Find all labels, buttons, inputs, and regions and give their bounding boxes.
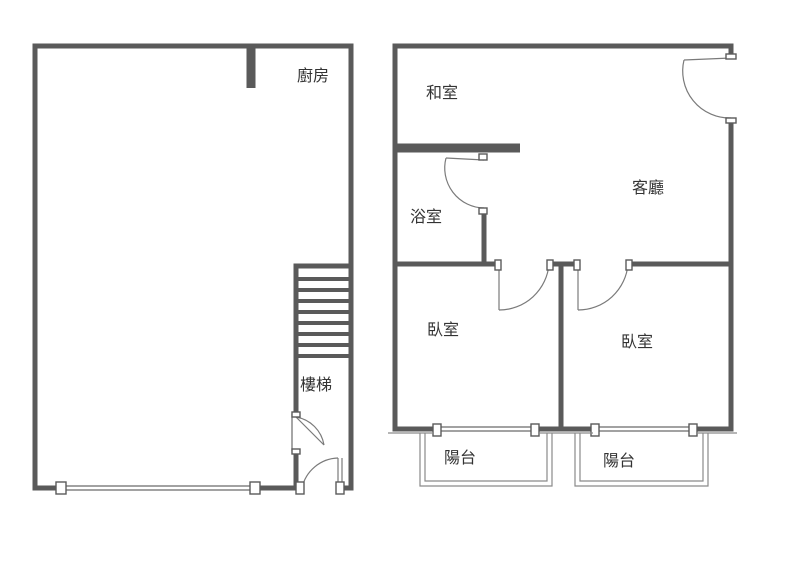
stair-tread — [296, 299, 351, 303]
door-jamb — [688, 423, 698, 437]
room-label-bedroom-left: 臥室 — [427, 320, 459, 339]
door-jamb — [291, 411, 301, 418]
room-label-balcony-left: 陽台 — [444, 448, 476, 467]
door-swing — [682, 59, 732, 119]
left-balcony-railing-outer — [419, 433, 553, 487]
right-balcony-railing-outer — [574, 433, 709, 487]
door-swing — [301, 457, 339, 489]
door-leaf — [683, 57, 732, 61]
stair-tread — [296, 354, 351, 358]
stair-tread — [296, 310, 351, 314]
door-jamb — [530, 423, 540, 437]
window-jamb — [249, 481, 261, 495]
bathroom-door[interactable] — [444, 153, 488, 215]
right-balcony-railing-inner — [579, 433, 704, 482]
room-label-japanese-room: 和室 — [426, 83, 458, 102]
room-label-balcony-right: 陽台 — [603, 451, 635, 470]
room-label-bedroom-right: 臥室 — [621, 332, 653, 351]
stair-tread — [296, 332, 351, 336]
door-swing — [577, 263, 629, 311]
front-entry-door[interactable] — [295, 457, 345, 495]
living-room-entry-door[interactable] — [682, 53, 737, 124]
door-jamb — [590, 423, 600, 437]
right-unit: 和室 客廳 浴室 臥室 臥室 陽台 陽台 — [388, 43, 737, 487]
room-label-bathroom: 浴室 — [410, 207, 442, 226]
door-jamb — [573, 259, 581, 271]
door-jamb — [335, 481, 345, 495]
window-jamb — [55, 481, 67, 495]
door-jamb — [625, 259, 633, 271]
room-label-stairs: 樓梯 — [300, 375, 332, 394]
door-jamb — [295, 481, 305, 495]
door-swing — [295, 416, 325, 446]
door-jamb — [478, 207, 488, 215]
stair-tread — [296, 321, 351, 325]
stair-tread — [296, 343, 351, 347]
room-label-kitchen: 廚房 — [297, 66, 329, 85]
door-leaf — [295, 416, 325, 446]
door-jamb — [725, 117, 737, 124]
door-jamb — [291, 448, 301, 455]
door-jamb — [725, 53, 737, 60]
right-bedroom-door[interactable] — [573, 259, 633, 311]
left-balcony-railing-inner — [424, 433, 548, 482]
door-jamb — [432, 423, 442, 437]
door-jamb — [494, 259, 502, 271]
stair-tread — [296, 288, 351, 292]
stair-tread — [296, 277, 351, 281]
left-bedroom-door[interactable] — [494, 259, 554, 311]
stair-side-door[interactable] — [291, 411, 325, 455]
door-jamb — [546, 259, 554, 271]
door-swing — [444, 157, 485, 209]
room-label-living-room: 客廳 — [632, 178, 664, 197]
left-unit: 廚房 樓梯 — [32, 43, 354, 495]
door-leaf — [445, 157, 485, 161]
door-jamb — [478, 153, 488, 161]
door-swing — [498, 263, 550, 311]
